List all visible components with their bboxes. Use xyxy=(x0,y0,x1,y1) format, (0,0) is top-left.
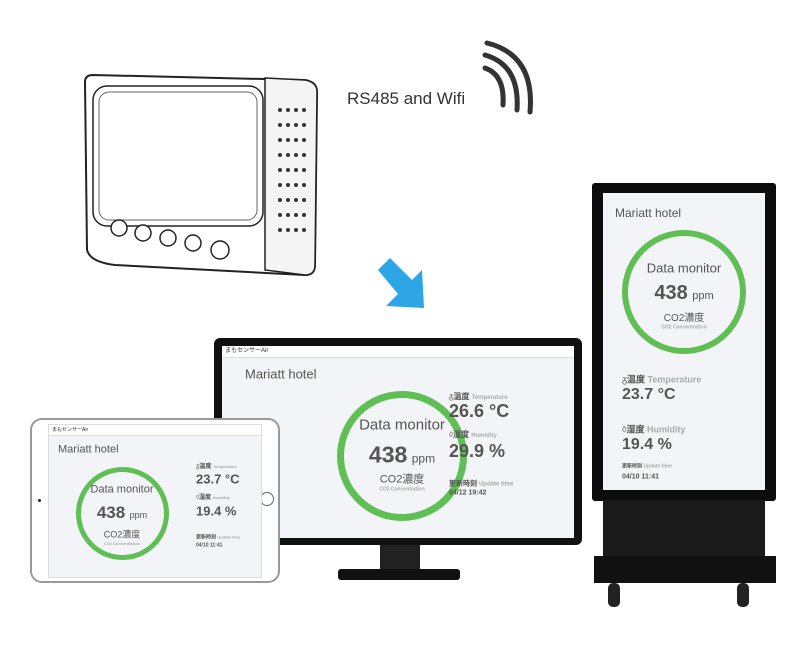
update-time: 04/12 19:42 xyxy=(449,489,487,497)
co2-ring xyxy=(622,230,746,354)
circle-title: Data monitor xyxy=(646,260,722,276)
co2-unit: ppm xyxy=(411,451,436,466)
wifi-signal-icon xyxy=(482,40,533,115)
co2-reading: 438 ppm xyxy=(654,282,714,304)
water-drop-icon: ◊ xyxy=(449,430,453,439)
update-label: 更新時刻 Update time xyxy=(196,534,241,541)
tablet-camera xyxy=(38,499,41,502)
humidity-label: ◊湿度 Humidity xyxy=(196,495,230,501)
location-title: Mariatt hotel xyxy=(615,206,682,220)
kiosk-base xyxy=(594,556,776,583)
temperature-label: ᵹ温度 Temperature xyxy=(449,392,508,402)
humidity-value: 19.4 % xyxy=(622,436,672,453)
tablet-screen: まもセンサーAir Mariatt hotel Data monitor 438… xyxy=(48,424,262,578)
co2-reading: 438 ppm xyxy=(96,503,148,522)
arrow-down-right-icon xyxy=(378,258,424,308)
update-time: 04/10 11:41 xyxy=(196,542,223,549)
app-name: まもセンサーAir xyxy=(222,346,574,358)
temperature-value: 23.7 °C xyxy=(196,471,240,487)
app-name: まもセンサーAir xyxy=(49,425,261,436)
location-title: Mariatt hotel xyxy=(245,366,317,382)
thermometer-icon: ᵹ xyxy=(622,374,628,385)
water-drop-icon: ◊ xyxy=(196,495,199,501)
update-time: 04/10 11:41 xyxy=(622,473,659,481)
sensor-device xyxy=(83,73,319,277)
kiosk-wheel xyxy=(608,583,620,607)
co2-label-ja: CO2濃度 xyxy=(379,473,425,486)
monitor-stand xyxy=(380,545,420,571)
circle-title: Data monitor xyxy=(359,416,445,434)
co2-ring xyxy=(337,391,467,521)
co2-ring xyxy=(76,467,169,560)
thermometer-icon: ᵹ xyxy=(449,392,454,401)
temperature-value: 26.6 °C xyxy=(449,401,510,421)
humidity-label: ◊湿度 Humidity xyxy=(449,430,497,440)
co2-value: 438 xyxy=(368,441,408,468)
tablet-home-button xyxy=(260,492,274,506)
co2-label-en: CO2 Concentration xyxy=(103,541,141,546)
kiosk-cabinet xyxy=(603,500,765,558)
kiosk-screen: Mariatt hotel Data monitor 438 ppm CO2濃度… xyxy=(603,193,765,490)
update-label: 更新時刻 Update time xyxy=(622,463,673,470)
temperature-label: ᵹ温度 Temperature xyxy=(196,464,237,470)
temperature-label: ᵹ温度 Temperature xyxy=(622,374,702,385)
monitor-screen: まもセンサーAir Mariatt hotel Data monitor 438… xyxy=(222,346,574,538)
rs485-wifi-label: RS485 and Wifi xyxy=(347,89,466,108)
thermometer-icon: ᵹ xyxy=(196,464,200,470)
co2-label-en: CO2 Concentration xyxy=(661,324,707,331)
humidity-value: 19.4 % xyxy=(196,503,237,519)
update-label: 更新時刻 Update time xyxy=(449,480,514,488)
kiosk-wheel xyxy=(737,583,749,607)
humidity-value: 29.9 % xyxy=(449,441,506,461)
temperature-value: 23.7 °C xyxy=(622,386,676,403)
co2-label-en: CO2 Concentration xyxy=(379,486,425,493)
co2-label-ja: CO2濃度 xyxy=(663,313,705,324)
co2-label-ja: CO2濃度 xyxy=(103,529,141,540)
humidity-label: ◊湿度 Humidity xyxy=(622,424,686,435)
location-title: Mariatt hotel xyxy=(58,443,119,456)
circle-title: Data monitor xyxy=(90,483,154,496)
co2-reading: 438 ppm xyxy=(368,441,436,468)
water-drop-icon: ◊ xyxy=(622,424,627,435)
monitor-base xyxy=(338,569,460,580)
